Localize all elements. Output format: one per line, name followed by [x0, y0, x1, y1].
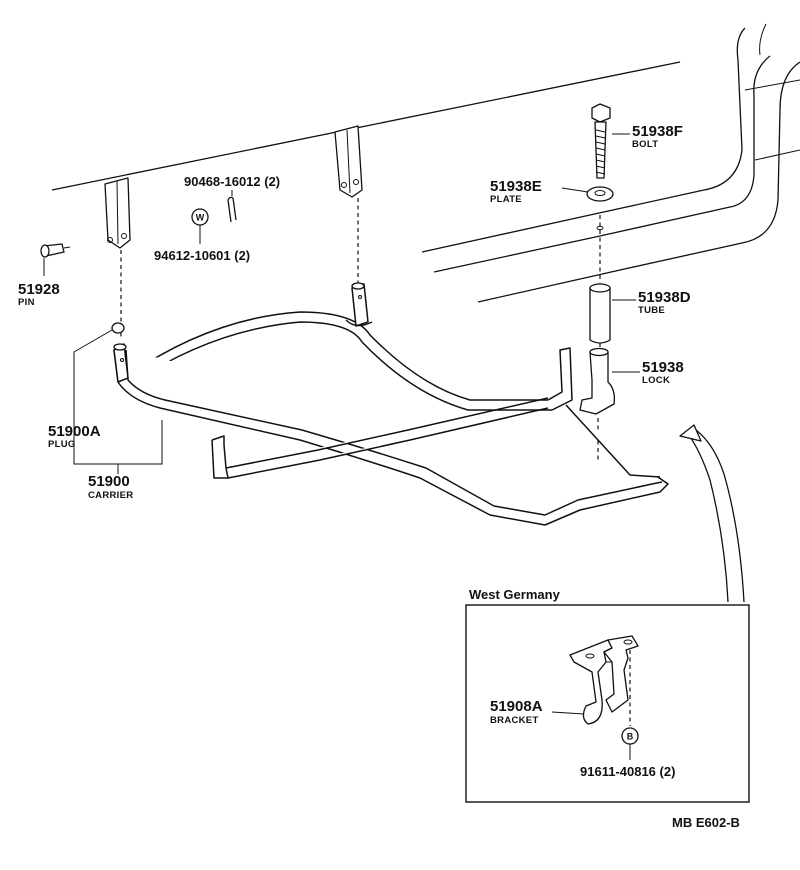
- inset-pointer-arrow: [679, 424, 745, 603]
- center-mount-bracket: [334, 125, 363, 198]
- label-51938D: 51938D TUBE: [638, 289, 691, 316]
- label-51900A: 51900A PLUG: [48, 423, 101, 450]
- part-number: 51900: [88, 473, 130, 490]
- left-mount-bracket: [104, 177, 131, 249]
- washer-symbol-letter: W: [196, 213, 205, 223]
- inset-title: West Germany: [469, 587, 561, 602]
- leader-lines: [43, 133, 640, 474]
- part-desc: PLATE: [490, 194, 522, 205]
- part-desc: BRACKET: [490, 715, 539, 726]
- part-number: 51908A: [490, 698, 543, 715]
- washer-symbol: W: [191, 208, 209, 244]
- part-desc: LOCK: [642, 375, 670, 386]
- vehicle-body-outline: [51, 23, 800, 303]
- part-desc: PLUG: [48, 439, 76, 450]
- label-51938F: 51938F BOLT: [632, 123, 683, 150]
- part-number: 51938: [642, 359, 684, 376]
- label-51900: 51900 CARRIER: [88, 473, 133, 501]
- label-51938E: 51938E PLATE: [490, 178, 542, 205]
- part-number: 51928: [18, 281, 60, 298]
- diagram-code: MB E602-B: [672, 815, 740, 830]
- carrier-frame: [113, 282, 669, 526]
- part-desc: PIN: [18, 297, 35, 308]
- inset-box: West Germany B: [465, 587, 750, 803]
- clip-part: [227, 196, 237, 223]
- label-51928: 51928 PIN: [18, 281, 60, 308]
- tube-part: [589, 283, 611, 344]
- lock-part: [579, 347, 616, 415]
- bracket-part: [569, 635, 639, 725]
- part-desc: CARRIER: [88, 490, 133, 501]
- part-number: 51938D: [638, 289, 691, 306]
- bolt-b-callout: 91611-40816 (2): [580, 764, 675, 779]
- bolt-b-symbol-letter: B: [627, 732, 634, 742]
- label-51908A: 51908A BRACKET: [490, 698, 543, 726]
- washer-callout: 94612-10601 (2): [154, 248, 250, 263]
- part-desc: BOLT: [632, 139, 658, 150]
- part-number: 51938E: [490, 178, 542, 195]
- plug-part: [111, 322, 125, 334]
- bolt-part: [591, 103, 611, 179]
- pin-part: [40, 243, 71, 258]
- part-desc: TUBE: [638, 305, 665, 316]
- part-number: 51938F: [632, 123, 683, 140]
- clip-callout: 90468-16012 (2): [184, 174, 280, 189]
- part-number: 51900A: [48, 423, 101, 440]
- label-51938: 51938 LOCK: [642, 359, 684, 386]
- plate-part: [586, 186, 614, 202]
